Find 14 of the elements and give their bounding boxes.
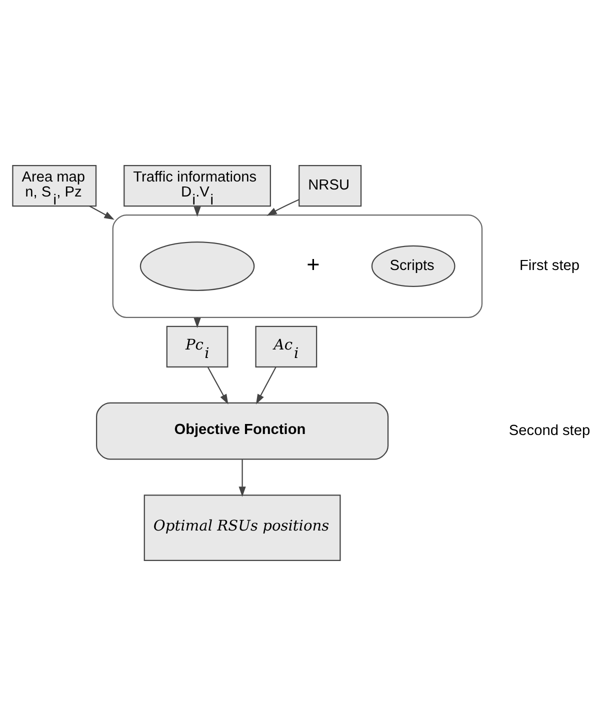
arrow (266, 199, 300, 216)
node-ellipse: Scripts (371, 245, 456, 288)
node-box: NRSU (298, 164, 362, 207)
node-box: Objective Fonction (96, 402, 389, 460)
label: First step (519, 258, 580, 274)
node-ellipse (140, 241, 255, 291)
arrow (256, 367, 276, 404)
arrow (89, 206, 114, 220)
node-box: Optimal RSUs positions (144, 494, 341, 562)
label: Second step (508, 422, 590, 439)
arrow (238, 460, 246, 497)
label: + (306, 252, 320, 277)
arrow (207, 367, 228, 404)
arrow (194, 206, 201, 217)
